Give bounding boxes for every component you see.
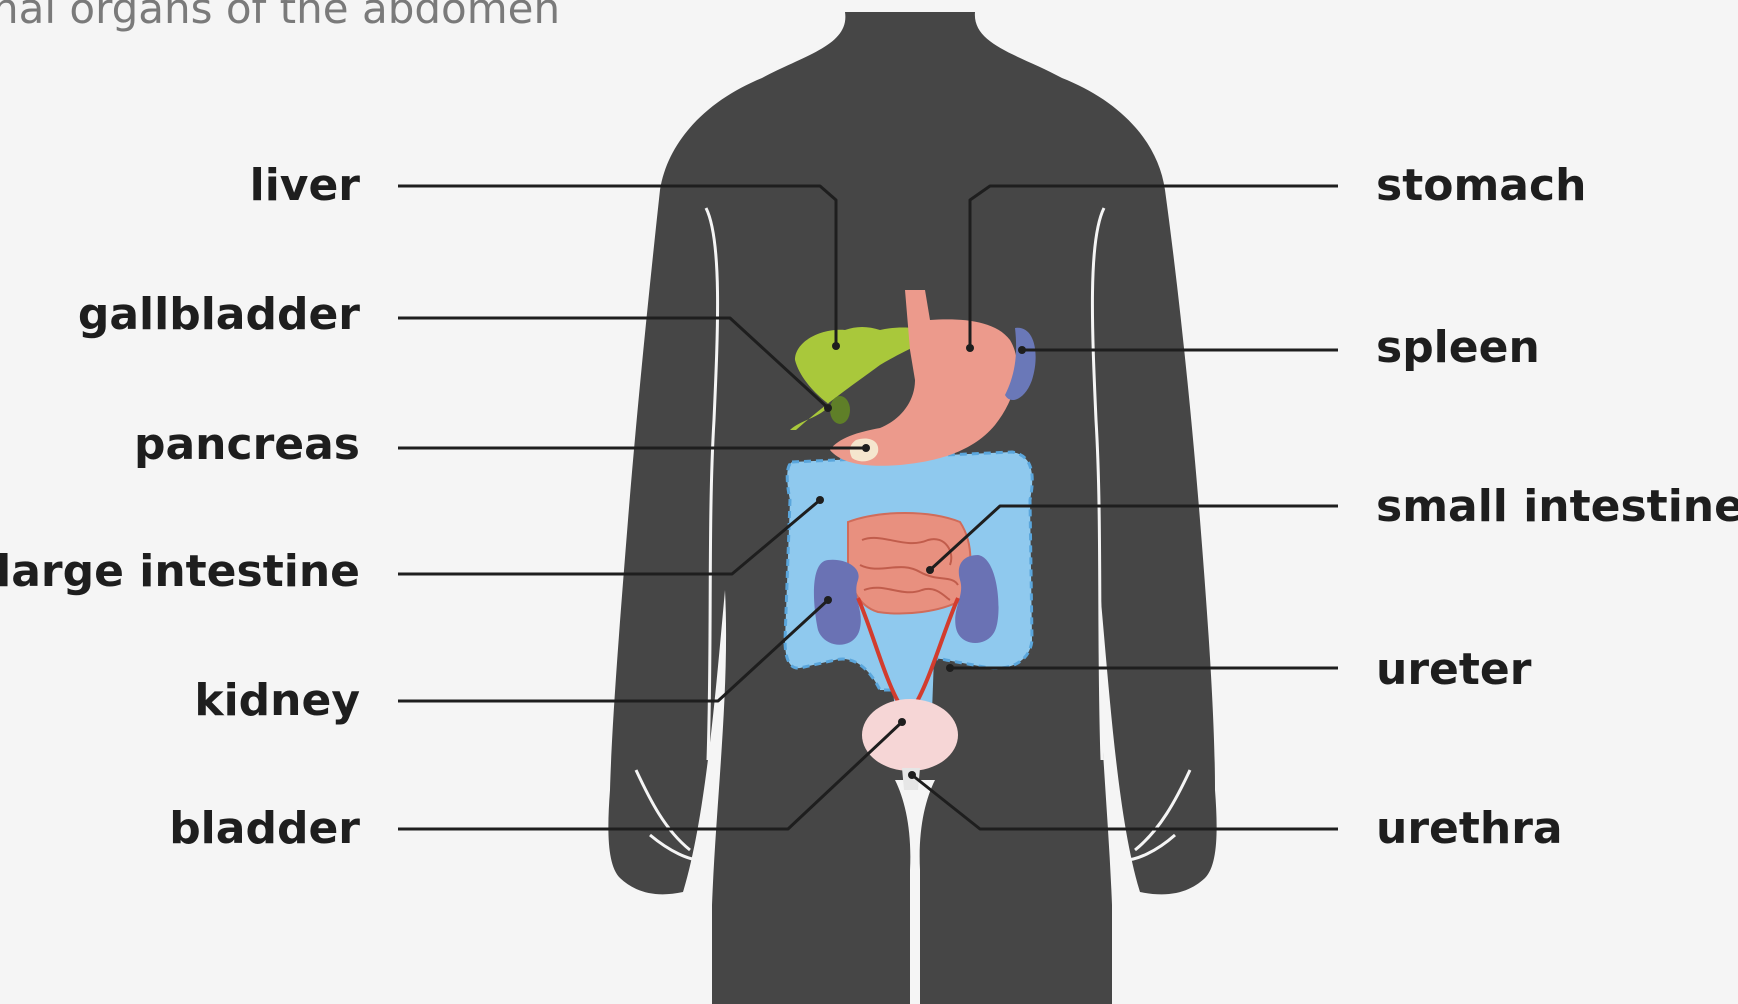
bladder-point <box>898 718 906 726</box>
label-pancreas: pancreas <box>134 423 360 467</box>
label-kidney: kidney <box>194 679 360 723</box>
label-bladder: bladder <box>169 807 360 851</box>
kidney-point <box>824 596 832 604</box>
urethra-point <box>908 771 916 779</box>
stomach-point <box>966 344 974 352</box>
small-intestine-point <box>926 566 934 574</box>
label-liver: liver <box>250 164 360 208</box>
bladder-shape <box>862 699 958 771</box>
pancreas-point <box>862 444 870 452</box>
label-ureter: ureter <box>1376 648 1531 692</box>
liver-point <box>832 342 840 350</box>
label-stomach: stomach <box>1376 164 1586 208</box>
ureter-point <box>946 664 954 672</box>
label-spleen: spleen <box>1376 326 1540 370</box>
kidney-left <box>814 560 861 645</box>
gallbladder-point <box>824 404 832 412</box>
small-intestine <box>848 513 970 614</box>
spleen-point <box>1018 346 1026 354</box>
gallbladder-shape <box>830 396 850 424</box>
label-small-intestine: small intestine <box>1376 485 1738 529</box>
large-intestine-point <box>816 496 824 504</box>
label-urethra: urethra <box>1376 807 1563 851</box>
label-gallbladder: gallbladder <box>78 293 360 337</box>
label-large-intestine: large intestine <box>0 550 360 594</box>
